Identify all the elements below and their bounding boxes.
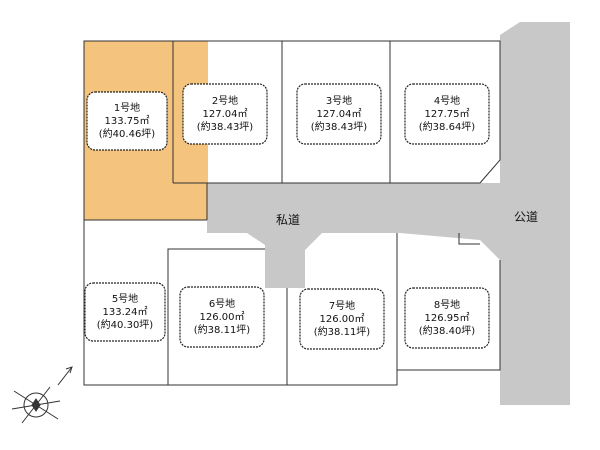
- label-outlines: [84, 83, 490, 350]
- lot-4-label: 4号地 127.75㎡ (約38.64坪): [406, 87, 488, 141]
- lot-name: 4号地: [433, 95, 461, 107]
- lot-boundaries: [83, 40, 501, 386]
- lot-tsubo: (約40.30坪): [96, 319, 154, 331]
- lot-name: 1号地: [113, 102, 141, 114]
- lot-tsubo: (約38.40坪): [418, 325, 476, 337]
- lot-5-label: 5号地 133.24㎡ (約40.30坪): [84, 285, 166, 339]
- lot-tsubo: (約38.64坪): [418, 121, 476, 133]
- lot-7-label: 7号地 126.00㎡ (約38.11坪): [301, 292, 383, 346]
- lot-name: 5号地: [111, 293, 139, 305]
- public-road-label: 公道: [514, 210, 539, 224]
- lot-3-label: 3号地 127.04㎡ (約38.43坪): [298, 87, 380, 141]
- lot-name: 6号地: [208, 298, 236, 310]
- lot-area: 126.95㎡: [424, 312, 470, 324]
- compass-rose-icon: [11, 366, 73, 424]
- private-road-label: 私道: [276, 213, 301, 227]
- lot-area: 127.04㎡: [316, 108, 362, 120]
- lot-tsubo: (約38.43坪): [196, 121, 254, 133]
- lot-tsubo: (約38.43坪): [310, 121, 368, 133]
- lot-name: 3号地: [325, 95, 353, 107]
- lot-8-label: 8号地 126.95㎡ (約38.40坪): [406, 291, 488, 345]
- lot-area: 126.00㎡: [319, 313, 365, 325]
- private-road: [207, 183, 500, 288]
- lot-area: 133.24㎡: [102, 306, 148, 318]
- lot-area: 127.75㎡: [424, 108, 470, 120]
- public-road: [500, 22, 570, 405]
- lot-2-label: 2号地 127.04㎡ (約38.43坪): [184, 87, 266, 141]
- lot-name: 8号地: [433, 299, 461, 311]
- lot-area: 133.75㎡: [104, 115, 150, 127]
- lot-area: 127.04㎡: [202, 108, 248, 120]
- lot-6-label: 6号地 126.00㎡ (約38.11坪): [181, 290, 263, 344]
- lot-name: 2号地: [211, 95, 239, 107]
- lot-tsubo: (約40.46坪): [98, 128, 156, 140]
- lot-tsubo: (約38.11坪): [313, 326, 371, 338]
- lot-tsubo: (約38.11坪): [193, 324, 251, 336]
- lot-name: 7号地: [328, 300, 356, 312]
- lot-1-label: 1号地 133.75㎡ (約40.46坪): [86, 94, 168, 148]
- lot-area: 126.00㎡: [199, 311, 245, 323]
